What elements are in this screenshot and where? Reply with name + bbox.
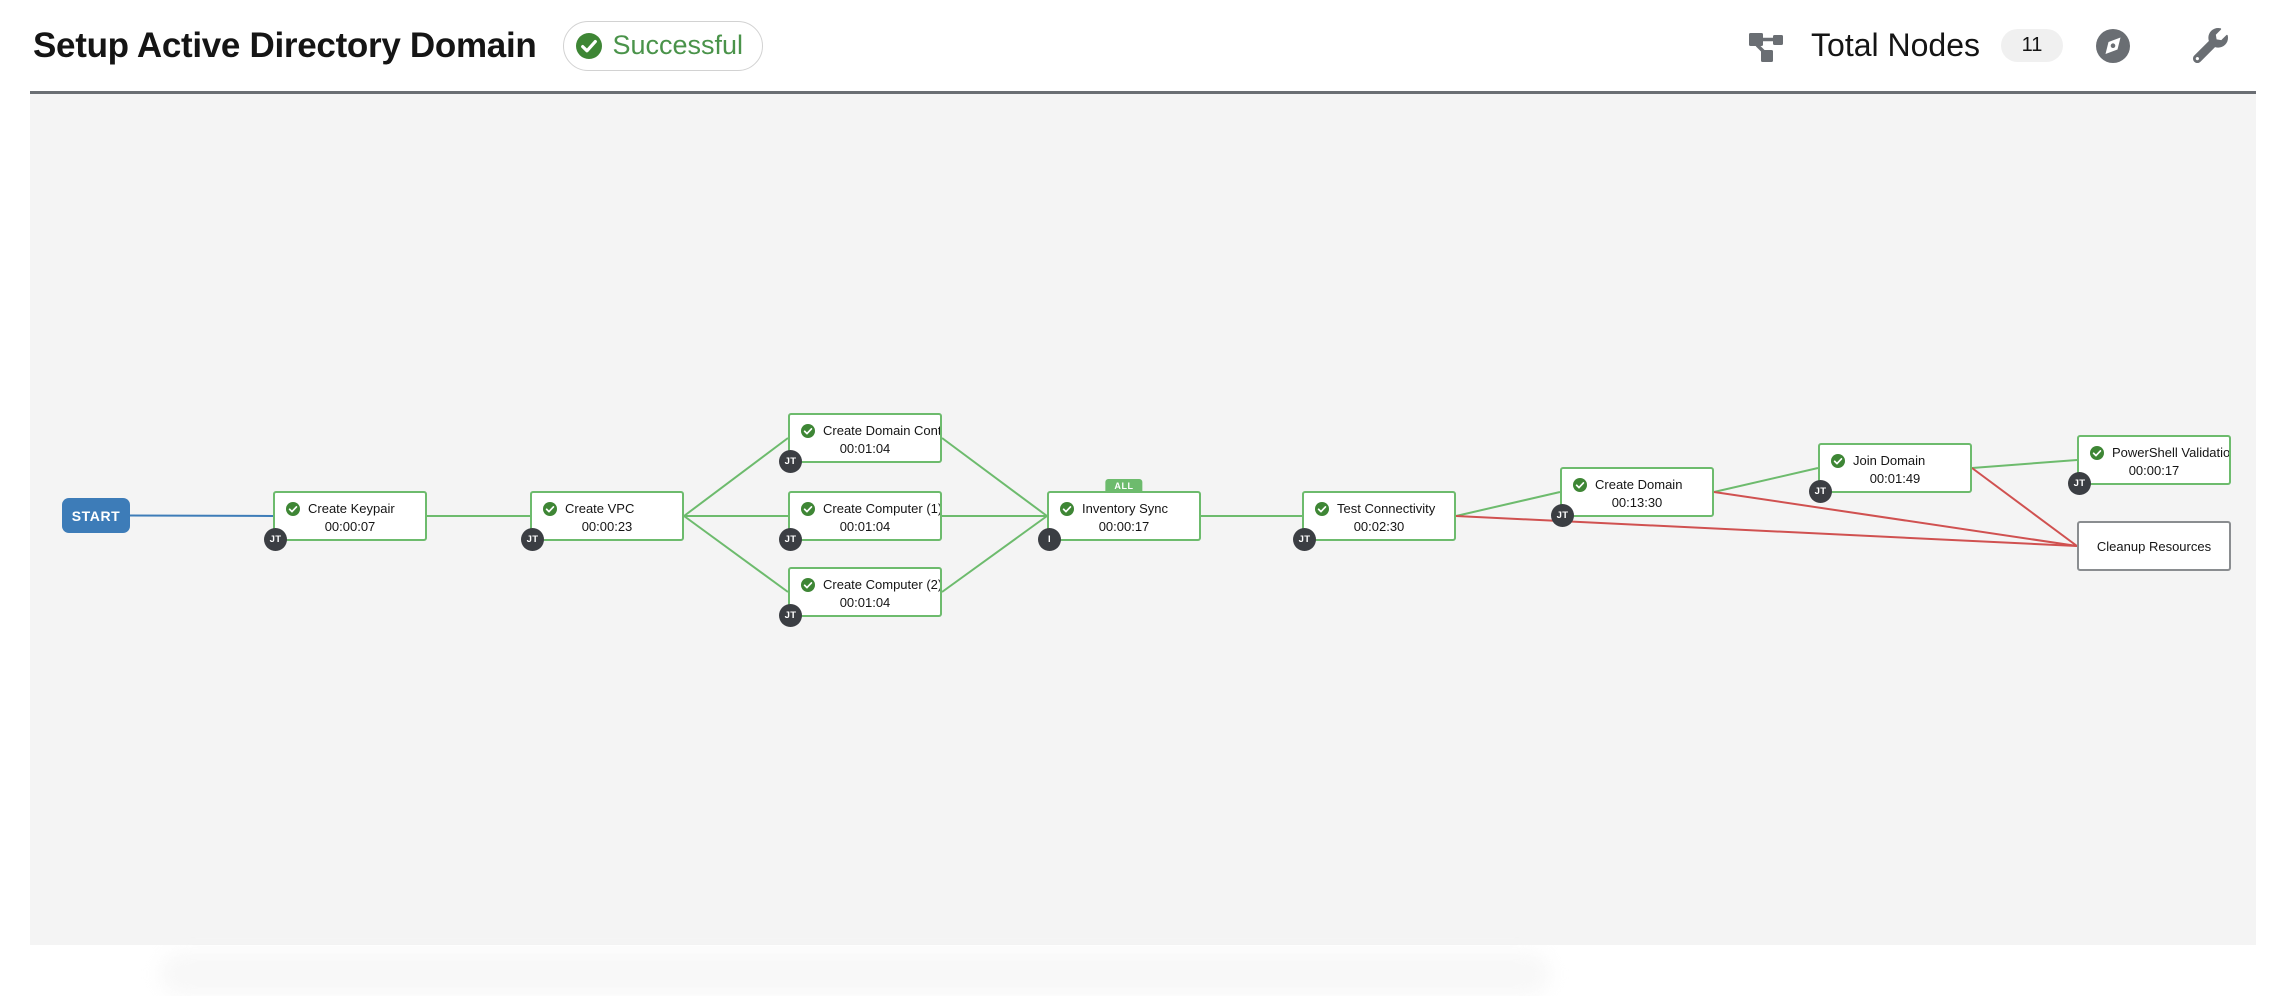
node-label: START (71, 507, 121, 524)
node-label: Inventory Sync (1082, 501, 1168, 516)
node-elapsed-time: 00:00:17 (1098, 519, 1150, 534)
node-elapsed-time: 00:02:30 (1353, 519, 1405, 534)
success-check-icon (2090, 445, 2104, 460)
node-label: Cleanup Resources (2096, 538, 2212, 554)
success-check-icon (543, 501, 557, 516)
edge-join-domain-to-powershell-validation[interactable] (1971, 459, 2078, 469)
node-type-badge: JT (1551, 504, 1574, 527)
sitemap-icon (1748, 29, 1784, 63)
node-elapsed-time: 00:13:30 (1611, 495, 1663, 510)
compass-icon[interactable] (2095, 28, 2131, 64)
success-check-icon (1315, 501, 1329, 516)
node-elapsed-time: 00:01:49 (1869, 471, 1921, 486)
node-label: PowerShell Validation (2112, 445, 2229, 460)
total-nodes-count: 11 (2001, 29, 2063, 62)
edge-create-domain-controller-to-inventory-sync[interactable] (941, 437, 1048, 517)
bottom-shadow (160, 952, 1550, 996)
node-elapsed-time: 00:00:07 (324, 519, 376, 534)
success-check-icon (801, 501, 815, 516)
node-type-badge: JT (1809, 480, 1832, 503)
node-elapsed-time: 00:01:04 (839, 519, 891, 534)
node-type-badge: JT (1293, 528, 1316, 551)
total-nodes-label: Total Nodes (1811, 27, 1980, 63)
node-elapsed-time: 00:00:17 (2128, 463, 2180, 478)
edge-create-vpc-to-create-domain-controller[interactable] (683, 437, 789, 517)
node-type-badge: JT (521, 528, 544, 551)
success-check-icon (1060, 501, 1074, 516)
node-label: Create Computer (1) (823, 501, 940, 516)
edge-join-domain-to-cleanup-resources[interactable] (1971, 467, 2078, 547)
node-label: Create Domain Contr... (823, 423, 940, 438)
check-circle-icon (576, 32, 603, 59)
node-elapsed-time: 00:01:04 (839, 595, 891, 610)
edge-test-connectivity-to-create-domain[interactable] (1455, 491, 1561, 517)
convergence-all-tag: ALL (1105, 479, 1143, 492)
wrench-icon[interactable] (2193, 28, 2228, 63)
success-check-icon (801, 577, 815, 592)
edge-create-computer-2-to-inventory-sync[interactable] (941, 515, 1048, 593)
node-type-badge: JT (779, 604, 802, 627)
success-check-icon (1831, 453, 1845, 468)
node-start[interactable]: START (62, 498, 130, 533)
node-type-badge: JT (779, 450, 802, 473)
success-check-icon (286, 501, 300, 516)
node-label: Create VPC (565, 501, 635, 516)
node-label: Test Connectivity (1337, 501, 1436, 516)
workflow-header: Setup Active Directory Domain Successful… (0, 0, 2290, 91)
node-elapsed-time: 00:00:23 (581, 519, 633, 534)
node-label: Join Domain (1853, 453, 1926, 468)
node-elapsed-time: 00:01:04 (839, 441, 891, 456)
node-type-badge: JT (2068, 472, 2091, 495)
success-check-icon (1573, 477, 1587, 492)
node-label: Create Computer (2) (823, 577, 940, 592)
edge-test-connectivity-to-cleanup-resources[interactable] (1455, 515, 2078, 547)
edge-start-to-create-keypair[interactable] (129, 514, 274, 517)
node-label: Create Domain (1595, 477, 1683, 492)
node-type-badge: I (1038, 528, 1061, 551)
node-type-badge: JT (264, 528, 287, 551)
node-type-badge: JT (779, 528, 802, 551)
status-badge[interactable]: Successful (563, 20, 764, 71)
edge-create-vpc-to-create-computer-2[interactable] (683, 515, 789, 593)
edge-create-domain-to-cleanup-resources[interactable] (1713, 491, 2078, 547)
edge-create-domain-to-join-domain[interactable] (1713, 467, 1819, 493)
node-label: Create Keypair (308, 501, 395, 516)
page-title: Setup Active Directory Domain (33, 25, 537, 65)
node-cleanup-resources[interactable]: Cleanup Resources (2077, 521, 2231, 571)
success-check-icon (801, 423, 815, 438)
status-label: Successful (612, 30, 744, 60)
